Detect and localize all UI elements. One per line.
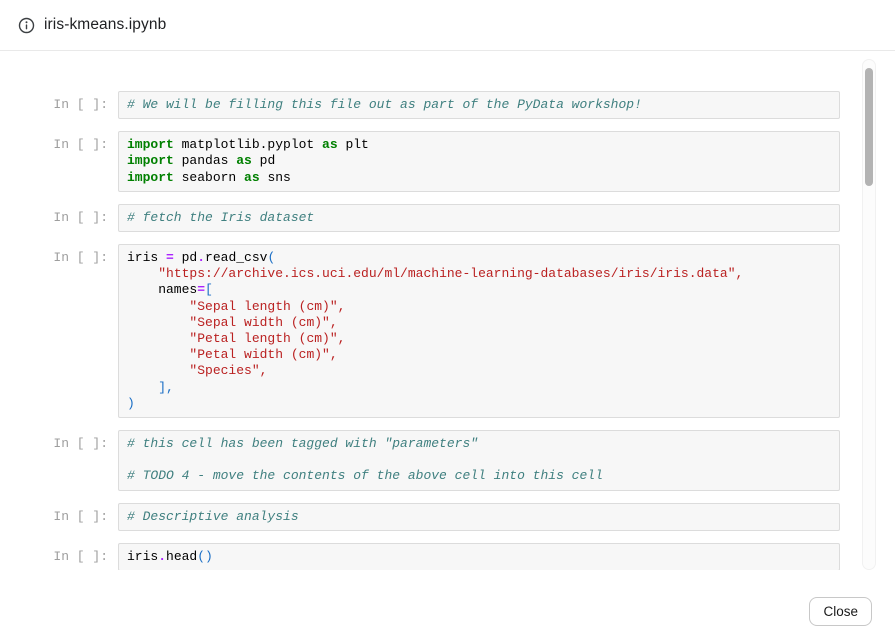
code-line: import matplotlib.pyplot as plt [127, 137, 369, 153]
code-line [127, 452, 831, 468]
code-line: iris.head() [127, 548, 213, 564]
scrollbar-thumb[interactable] [865, 68, 873, 186]
code-line: "Petal width (cm)", [189, 347, 338, 363]
cell-prompt: In [ ]: [53, 436, 108, 452]
code-line: # fetch the Iris dataset [127, 209, 315, 225]
cell-prompt: In [ ]: [53, 508, 108, 524]
code-line: ) [127, 395, 135, 411]
notebook-cell: In [ ]: # this cell has been tagged with … [0, 430, 858, 491]
cell-source: iris.head() [118, 542, 840, 570]
code-line: "Species", [189, 363, 268, 379]
code-line: "Sepal width (cm)", [189, 314, 338, 330]
cell-source: # fetch the Iris dataset [118, 203, 840, 233]
notebook-cells: In [ ]: # We will be filling this file ou… [0, 52, 858, 570]
cell-source: # this cell has been tagged with "parame… [118, 430, 840, 491]
scrollbar-track[interactable] [862, 59, 876, 570]
notebook-cell: In [ ]: # Descriptive analysis [0, 502, 858, 531]
code-line: ], [158, 379, 174, 395]
cell-source: # Descriptive analysis [118, 502, 840, 531]
cell-prompt: In [ ]: [53, 209, 108, 225]
cell-source: iris = pd.read_csv( "https://archive.ics… [118, 244, 840, 419]
code-line: # We will be filling this file out as pa… [127, 97, 642, 112]
notebook-cell: In [ ]: # We will be filling this file ou… [0, 91, 858, 120]
code-line: import pandas as pd [127, 153, 276, 169]
notebook-scroll-area[interactable]: In [ ]: # We will be filling this file ou… [0, 52, 858, 570]
code-line: "https://archive.ics.uci.edu/ml/machine-… [158, 266, 744, 282]
cell-source: # We will be filling this file out as pa… [118, 91, 840, 120]
code-line: import seaborn as sns [127, 169, 291, 185]
cell-prompt: In [ ]: [53, 137, 108, 153]
code-line: iris = pd.read_csv( [127, 250, 276, 266]
cell-prompt: In [ ]: [53, 250, 108, 266]
cell-prompt: In [ ]: [53, 97, 108, 112]
code-line: "Sepal length (cm)", [189, 298, 346, 314]
notebook-cell: In [ ]: iris.head() [0, 542, 858, 570]
code-line: # TODO 4 - move the contents of the abov… [127, 468, 603, 484]
code-line: # this cell has been tagged with "parame… [127, 436, 479, 452]
code-line: names=[ [127, 282, 213, 298]
code-line: # Descriptive analysis [127, 508, 299, 524]
cell-prompt: In [ ]: [53, 548, 108, 564]
code-line: "Petal length (cm)", [189, 331, 346, 347]
file-title: iris-kmeans.ipynb [44, 16, 167, 33]
notebook-cell: In [ ]: iris = pd.read_csv( "https://arch… [0, 244, 858, 419]
modal-header: iris-kmeans.ipynb [0, 0, 895, 51]
notebook-cell: In [ ]: # fetch the Iris dataset [0, 203, 858, 233]
info-icon [18, 17, 35, 34]
close-button[interactable]: Close [809, 597, 872, 626]
